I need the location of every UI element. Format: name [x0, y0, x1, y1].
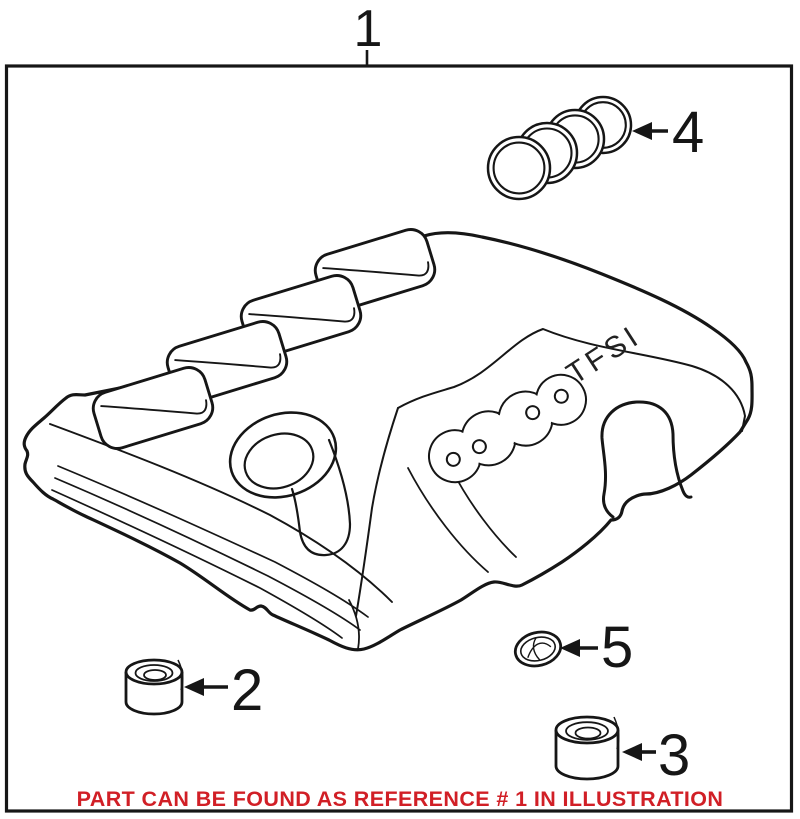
illustration-frame [4, 64, 794, 813]
callout-4-label: 4 [672, 100, 704, 165]
cover-contour-lines [49, 328, 746, 650]
callout-2-label: 2 [231, 658, 263, 723]
engine-cover-drawing: TFSI [22, 228, 754, 652]
callout-5-label: 5 [601, 615, 633, 680]
rubber-mount-right [554, 715, 620, 781]
cover-u-notch [600, 400, 693, 519]
grommet-part [513, 630, 563, 668]
rubber-mount-left [124, 658, 184, 716]
callout-2-arrowhead [184, 678, 204, 696]
cover-rings-recess [428, 373, 587, 484]
cover-keyhole-recess [228, 411, 352, 557]
callout-4-arrowhead [632, 122, 652, 140]
emblem-ring-1 [486, 135, 552, 201]
callout-3: 3 [622, 723, 690, 788]
callout-2: 2 [184, 658, 263, 723]
callout-5-arrowhead [560, 639, 580, 657]
rings-emblem [486, 95, 633, 201]
callout-5: 5 [560, 615, 633, 680]
callout-1-label: 1 [354, 0, 383, 58]
reference-caption: PART CAN BE FOUND AS REFERENCE # 1 IN IL… [77, 787, 724, 811]
callout-4: 4 [632, 100, 704, 165]
cover-rib-1 [91, 366, 215, 450]
callout-3-arrowhead [622, 743, 642, 761]
callout-3-label: 3 [658, 723, 690, 788]
